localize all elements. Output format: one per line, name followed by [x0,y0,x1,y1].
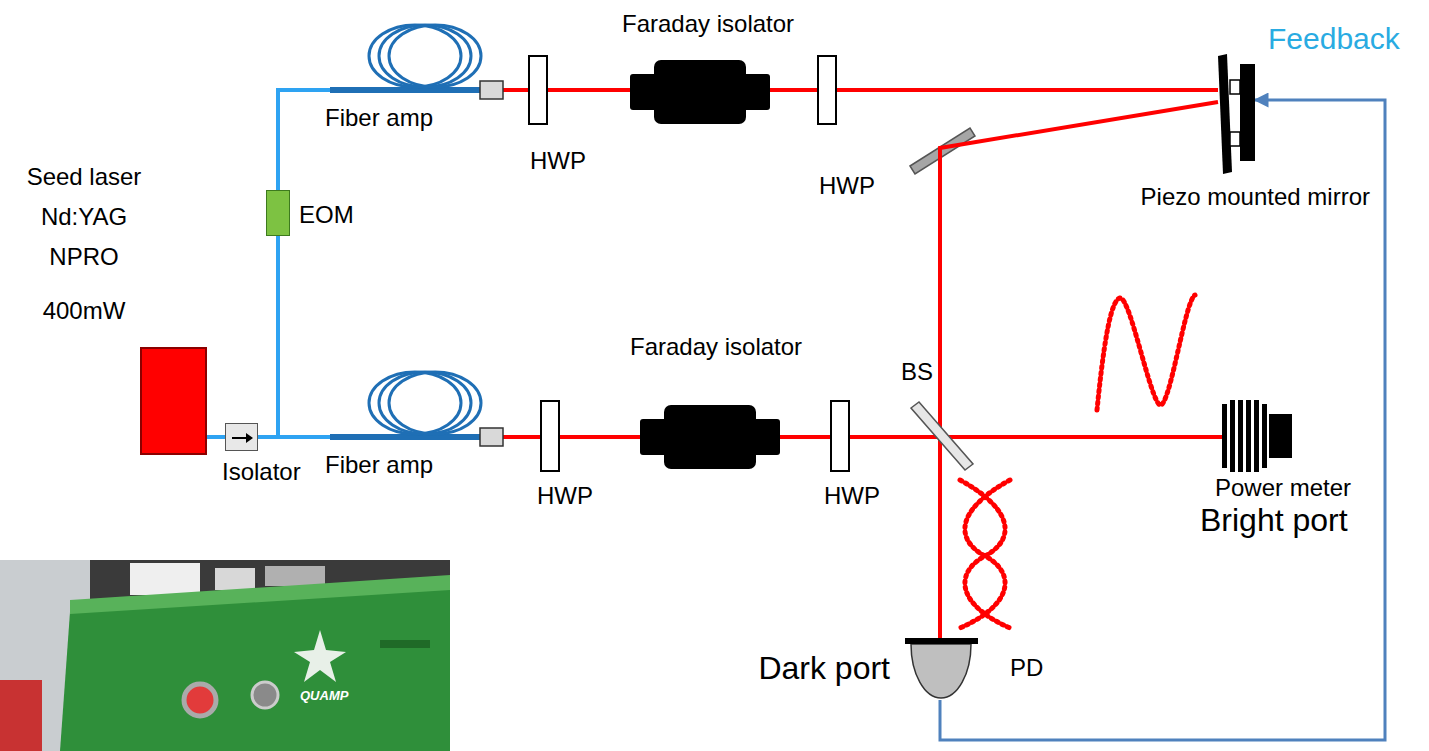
fiber-line [258,435,330,439]
laser-beam [503,88,528,92]
component-label: Fiber amp [325,104,433,132]
fiber-line [258,236,278,437]
laser-beam [978,435,1222,439]
fiber-line [207,435,225,439]
edge-label: Feedback [1268,22,1400,56]
piezo-mirror: Piezo mounted mirror [1218,50,1255,175]
amplifier-photo [0,560,450,751]
power-meter: Power meterBright port [1222,400,1292,472]
laser-beam [503,435,540,439]
component-label: PD [1010,654,1043,682]
laser-beam [940,102,1218,400]
laser-beam [837,88,1218,92]
piezo-mirror-symbol [1218,50,1255,175]
component-label: Fiber amp [325,451,433,479]
photodiode: Dark portPD [905,638,978,700]
power-meter-symbol [1222,400,1292,472]
component-label: Isolator [222,458,301,486]
component-label: Power meter [1215,474,1351,502]
component-label: HWP [824,482,880,510]
feedback-line [940,100,1385,740]
fiber-amplifier-symbol [330,20,503,98]
beam-splitter: BS [905,400,978,472]
half-wave-plate: HWP [817,55,837,125]
fold-mirror [910,128,975,174]
half-wave-plate: HWP [830,400,850,472]
eom-box: EOM [266,190,290,236]
component-label: Piezo mounted mirror [1141,183,1370,211]
component-label: Dark port [758,650,890,686]
half-wave-plate: HWP [528,55,548,125]
fiber-amplifier: Fiber amp [330,367,503,445]
beam-splitter-symbol [905,400,978,472]
laser-beam [770,88,817,92]
fiber-line [278,90,330,190]
component-label: BS [901,358,933,386]
component-label: Faraday isolator [622,10,794,38]
faraday-isolator: Faraday isolator [630,60,770,124]
dark-port-fringe [960,480,1010,628]
fiber-amplifier: Fiber amp [330,20,503,98]
component-label: 400mW [14,297,154,325]
laser-beam [850,435,905,439]
component-label: HWP [819,172,875,200]
laser-beam [780,435,830,439]
photo-text: QUAMP [300,688,348,704]
photodiode-symbol [905,638,978,700]
laser-beam [560,435,640,439]
faraday-isolator-symbol [630,60,770,124]
fiber-amplifier-symbol [330,367,503,445]
laser-beam [938,472,942,638]
component-label: Faraday isolator [630,333,802,361]
laser-beam [548,88,630,92]
component-label: HWP [537,482,593,510]
component-label: Bright port [1200,502,1348,538]
bright-port-fringe [1097,295,1195,410]
faraday-isolator: Faraday isolator [640,405,780,469]
component-label: Seed laser Nd:YAG NPRO [14,157,154,277]
component-label: EOM [299,201,354,229]
faraday-isolator-symbol [640,405,780,469]
seed-laser: Seed laser Nd:YAG NPRO400mW [140,347,207,455]
fiber-isolator: Isolator [225,423,258,451]
half-wave-plate: HWP [540,400,560,472]
fiber-isolator-symbol [226,424,259,452]
component-label: HWP [530,147,586,175]
